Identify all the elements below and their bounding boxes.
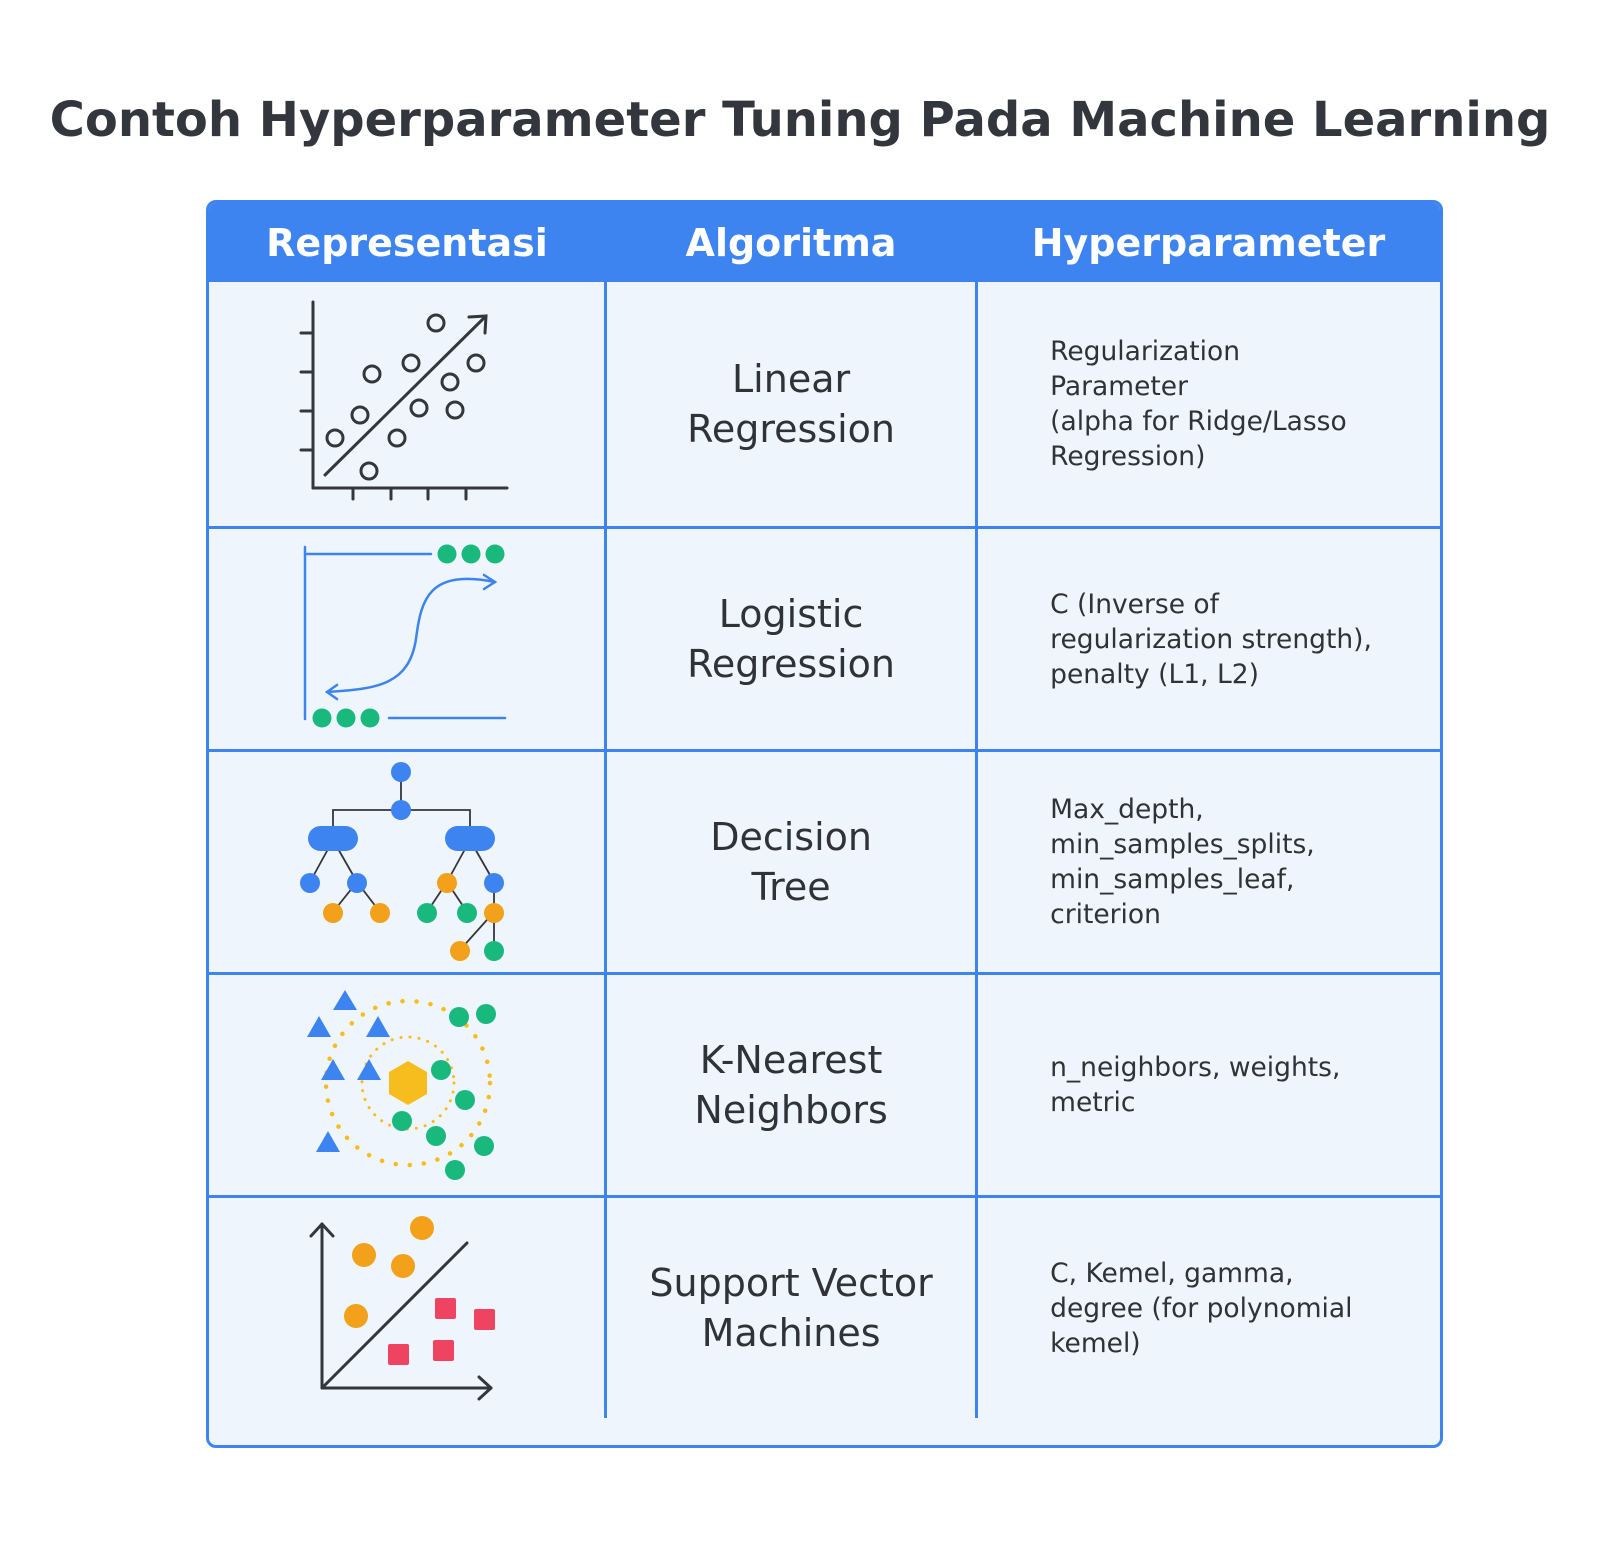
hyperparameter-text: n_neighbors, weights, metric — [978, 1050, 1360, 1120]
representation-cell — [209, 1198, 604, 1418]
algorithm-line: Neighbors — [694, 1088, 888, 1132]
algorithm-line: Machines — [701, 1311, 881, 1355]
sigmoid-curve-icon — [303, 544, 507, 728]
hyperparameter-line: kemel) — [1050, 1327, 1141, 1359]
hyperparameter-cell: n_neighbors, weights, metric — [975, 975, 1440, 1195]
representation-cell — [209, 975, 604, 1195]
algorithm-name: Logistic Regression — [607, 589, 975, 689]
nearest-neighbors-icon — [307, 990, 496, 1180]
table-row: Logistic Regression C (Inverse of regula… — [209, 526, 1440, 749]
algorithm-cell: K-Nearest Neighbors — [604, 975, 975, 1195]
hyperparameter-cell: C, Kemel, gamma, degree (for polynomial … — [975, 1198, 1440, 1418]
scatter-regression-icon — [299, 300, 509, 501]
algorithm-line: K-Nearest — [699, 1038, 883, 1082]
table-row: Linear Regression Regularization Paramet… — [209, 282, 1440, 526]
decision-tree-icon — [300, 762, 504, 961]
algorithm-cell: Logistic Regression — [604, 529, 975, 749]
representation-cell — [209, 529, 604, 749]
algorithm-name: Linear Regression — [607, 354, 975, 454]
hyperparameter-text: C (Inverse of regularization strength), … — [978, 587, 1392, 692]
hyperparameter-line: penalty (L1, L2) — [1050, 658, 1259, 690]
hyperparameter-line: Parameter — [1050, 371, 1188, 402]
page-title: Contoh Hyperparameter Tuning Pada Machin… — [49, 92, 1551, 148]
table-row: Support Vector Machines C, Kemel, gamma,… — [209, 1195, 1440, 1418]
algorithm-name: Decision Tree — [607, 812, 975, 912]
hyperparameter-text: C, Kemel, gamma, degree (for polynomial … — [978, 1256, 1372, 1361]
table-row: Decision Tree Max_depth, min_samples_spl… — [209, 749, 1440, 972]
algorithm-line: Linear — [732, 357, 851, 401]
algorithm-line: Regression — [687, 642, 895, 686]
hyperparameter-line: C (Inverse of — [1050, 588, 1219, 620]
algorithm-cell: Support Vector Machines — [604, 1198, 975, 1418]
hyperparameter-line: C, Kemel, gamma, — [1050, 1257, 1294, 1289]
hyperparameter-line: min_samples_splits, — [1050, 829, 1315, 860]
algorithm-line: Logistic — [718, 592, 864, 636]
hyperparameter-line: metric — [1050, 1087, 1136, 1118]
algorithm-line: Regression — [687, 407, 895, 451]
hyperparameter-cell: Regularization Parameter (alpha for Ridg… — [975, 282, 1440, 526]
algorithm-name: Support Vector Machines — [607, 1258, 975, 1358]
algorithm-cell: Linear Regression — [604, 282, 975, 526]
hyperparameter-line: Regression) — [1050, 441, 1206, 472]
representation-cell — [209, 282, 604, 526]
hyperparameter-line: degree (for polynomial — [1050, 1292, 1353, 1324]
representation-cell — [209, 752, 604, 972]
table-row: K-Nearest Neighbors n_neighbors, weights… — [209, 972, 1440, 1195]
algorithm-cell: Decision Tree — [604, 752, 975, 972]
hyperparameter-table: Representasi Algoritma Hyperparameter — [206, 200, 1443, 1448]
header-algoritma: Algoritma — [685, 220, 897, 265]
header-representasi: Representasi — [266, 220, 548, 265]
hyperparameter-text: Regularization Parameter (alpha for Ridg… — [978, 334, 1367, 474]
hyperparameter-line: min_samples_leaf, — [1050, 864, 1295, 895]
table-header: Representasi Algoritma Hyperparameter — [209, 203, 1440, 282]
hyperparameter-cell: Max_depth, min_samples_splits, min_sampl… — [975, 752, 1440, 972]
algorithm-line: Decision — [710, 815, 872, 859]
hyperparameter-cell: C (Inverse of regularization strength), … — [975, 529, 1440, 749]
header-hyperparameter: Hyperparameter — [1031, 220, 1386, 265]
hyperparameter-text: Max_depth, min_samples_splits, min_sampl… — [978, 792, 1335, 932]
hyperparameter-line: Max_depth, — [1050, 794, 1204, 825]
hyperparameter-line: regularization strength), — [1050, 623, 1372, 655]
svm-separator-icon — [309, 1216, 495, 1401]
hyperparameter-line: (alpha for Ridge/Lasso — [1050, 406, 1347, 437]
table-body: Linear Regression Regularization Paramet… — [209, 282, 1440, 1418]
hyperparameter-line: criterion — [1050, 899, 1161, 930]
algorithm-name: K-Nearest Neighbors — [607, 1035, 975, 1135]
hyperparameter-line: Regularization — [1050, 336, 1241, 367]
algorithm-line: Tree — [751, 865, 831, 909]
algorithm-line: Support Vector — [649, 1261, 933, 1305]
hyperparameter-line: n_neighbors, weights, — [1050, 1052, 1341, 1083]
